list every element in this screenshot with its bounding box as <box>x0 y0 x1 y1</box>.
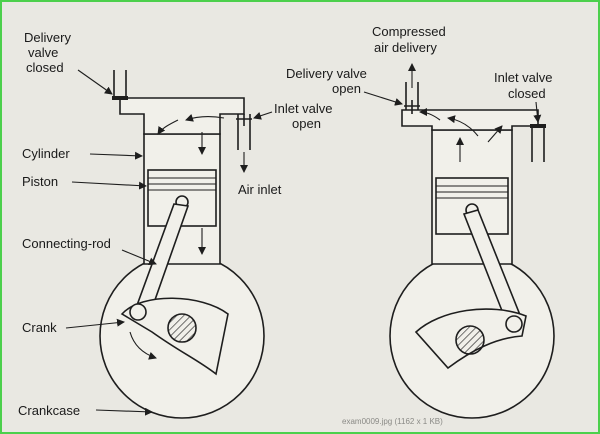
label-inlet-valve-closed-2: closed <box>508 86 546 101</box>
label-compressed-air-delivery-2: air delivery <box>374 40 437 55</box>
label-delivery-valve-open-2: open <box>332 81 361 96</box>
right-flow-arrow-2 <box>447 115 479 137</box>
left-inlet-pipe <box>237 114 251 150</box>
left-flow-arrow-2 <box>157 119 179 135</box>
label-delivery-valve-closed-1: Delivery <box>24 30 71 45</box>
right-flow-arrow-1 <box>419 108 441 121</box>
leader-crank <box>65 318 125 329</box>
label-crankcase: Crankcase <box>18 403 80 418</box>
label-inlet-valve-open-1: Inlet valve <box>274 101 333 116</box>
left-cylinder-head <box>119 97 245 135</box>
right-delivery-valve <box>404 100 420 114</box>
label-compressed-air-delivery-1: Compressed <box>372 24 446 39</box>
label-cylinder: Cylinder <box>22 146 70 161</box>
right-crank-pin <box>505 315 523 333</box>
left-labels: Delivery valve closed Inlet valve open C… <box>18 30 333 418</box>
right-cylinder-head <box>401 109 539 131</box>
label-air-inlet: Air inlet <box>238 182 282 197</box>
left-compressor <box>99 70 265 419</box>
watermark: exam0009.jpg (1162 x 1 KB) <box>342 417 443 426</box>
right-inlet-pipe <box>531 126 545 162</box>
label-crank: Crank <box>22 320 57 335</box>
label-delivery-valve-open-1: Delivery valve <box>286 66 367 81</box>
right-flow-arrow-4 <box>487 125 503 143</box>
leader-delivery-valve-open <box>363 91 403 106</box>
right-labels: Compressed air delivery Delivery valve o… <box>286 24 553 123</box>
leader-inlet-valve-closed <box>533 101 542 123</box>
label-delivery-valve-closed-2: valve <box>28 45 58 60</box>
left-rotation-arrow <box>129 331 157 360</box>
left-crank-pin <box>129 303 147 321</box>
label-connecting-rod: Connecting-rod <box>22 236 111 251</box>
leader-piston <box>71 181 147 190</box>
right-compressor <box>389 63 555 419</box>
left-inlet-valve <box>236 114 252 126</box>
left-delivery-pipe <box>113 70 127 98</box>
left-crankshaft <box>167 313 197 343</box>
leader-cylinder <box>89 151 143 160</box>
leader-crankcase <box>95 407 153 416</box>
left-flow-arrow-1 <box>185 113 225 122</box>
leader-delivery-valve-closed <box>77 69 113 95</box>
label-inlet-valve-closed-1: Inlet valve <box>494 70 553 85</box>
right-crankshaft <box>455 325 485 355</box>
left-delivery-valve <box>112 96 128 100</box>
leader-connecting-rod <box>121 249 157 266</box>
label-delivery-valve-closed-3: closed <box>26 60 64 75</box>
right-inlet-valve <box>530 124 546 128</box>
label-piston: Piston <box>22 174 58 189</box>
label-inlet-valve-open-2: open <box>292 116 321 131</box>
leader-inlet-valve-open <box>253 111 273 120</box>
